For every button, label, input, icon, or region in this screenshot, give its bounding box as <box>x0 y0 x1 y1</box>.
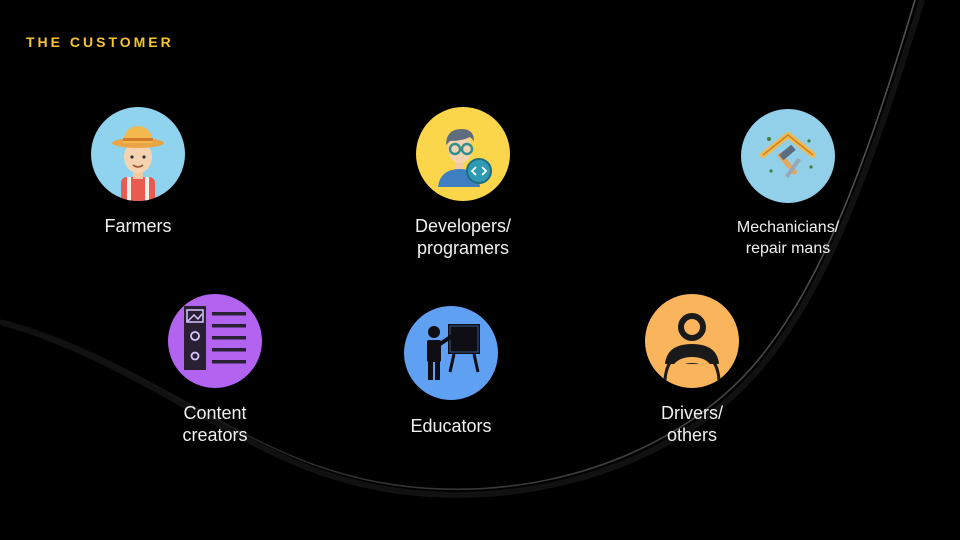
farmer-icon <box>91 107 185 201</box>
customer-label: Mechanicians/ repair mans <box>736 219 840 257</box>
educator-icon <box>404 306 498 400</box>
customer-label: Drivers/ others <box>661 403 723 445</box>
customer-content-creators: Content creators <box>115 294 315 445</box>
customer-drivers: Drivers/ others <box>592 294 792 445</box>
customer-label: Content creators <box>182 403 248 445</box>
customer-developers: Developers/ programers <box>363 107 563 258</box>
customer-farmers: Farmers <box>38 107 238 236</box>
content-creator-icon <box>168 294 262 388</box>
customer-label: Educators <box>410 416 492 436</box>
customer-mechanicians: Mechanicians/ repair mans <box>688 109 888 257</box>
developer-icon <box>416 107 510 201</box>
customer-label: Developers/ programers <box>414 216 512 258</box>
driver-icon <box>645 294 739 388</box>
customer-educators: Educators <box>351 306 551 436</box>
customer-label: Farmers <box>104 216 172 236</box>
slide-title: THE CUSTOMER <box>26 34 174 50</box>
mechanic-icon <box>741 109 835 203</box>
